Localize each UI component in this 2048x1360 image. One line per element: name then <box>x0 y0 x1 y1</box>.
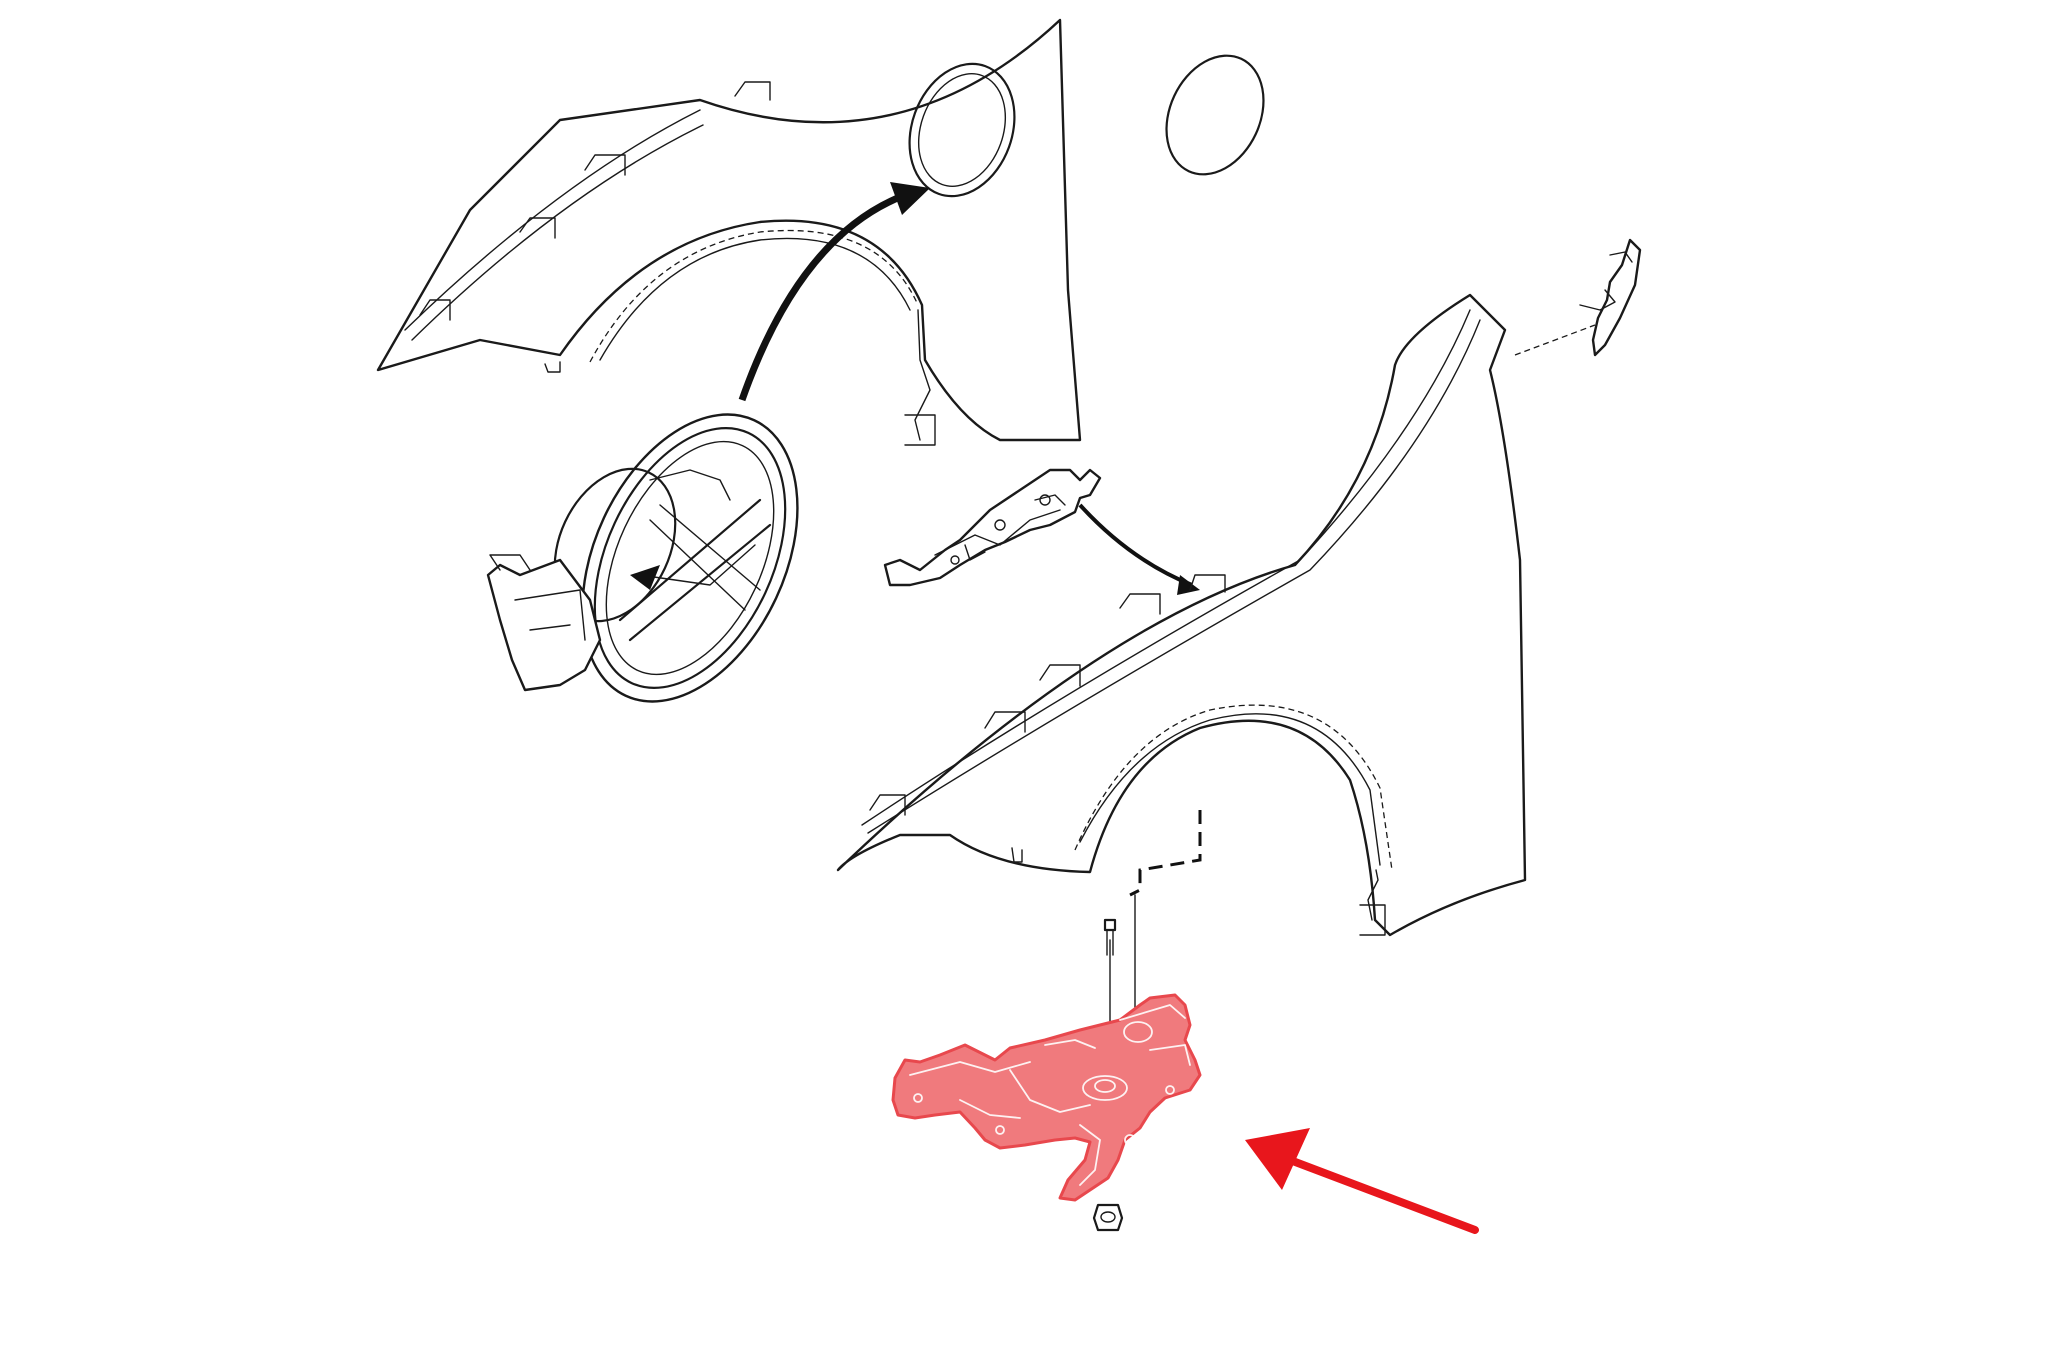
fuel-filler-door-assembly <box>486 413 799 703</box>
fender-support-bracket <box>891 993 1202 1202</box>
front-fender-panel <box>836 293 1527 937</box>
mounting-nut <box>1092 1203 1124 1232</box>
bracket-leader-arrow <box>1078 503 1200 595</box>
fuel-door-leader-arrow <box>738 182 930 402</box>
fuel-door-opening <box>908 62 1016 198</box>
mounting-bolt <box>1103 918 1117 956</box>
fender-mounting-bracket <box>883 468 1102 587</box>
highlight-arrow <box>1245 1128 1479 1234</box>
fender-end-trim-piece <box>1514 238 1642 357</box>
body-side-opening <box>1165 54 1265 176</box>
support-bracket-body <box>891 993 1202 1202</box>
rear-quarter-panel <box>376 18 1082 446</box>
